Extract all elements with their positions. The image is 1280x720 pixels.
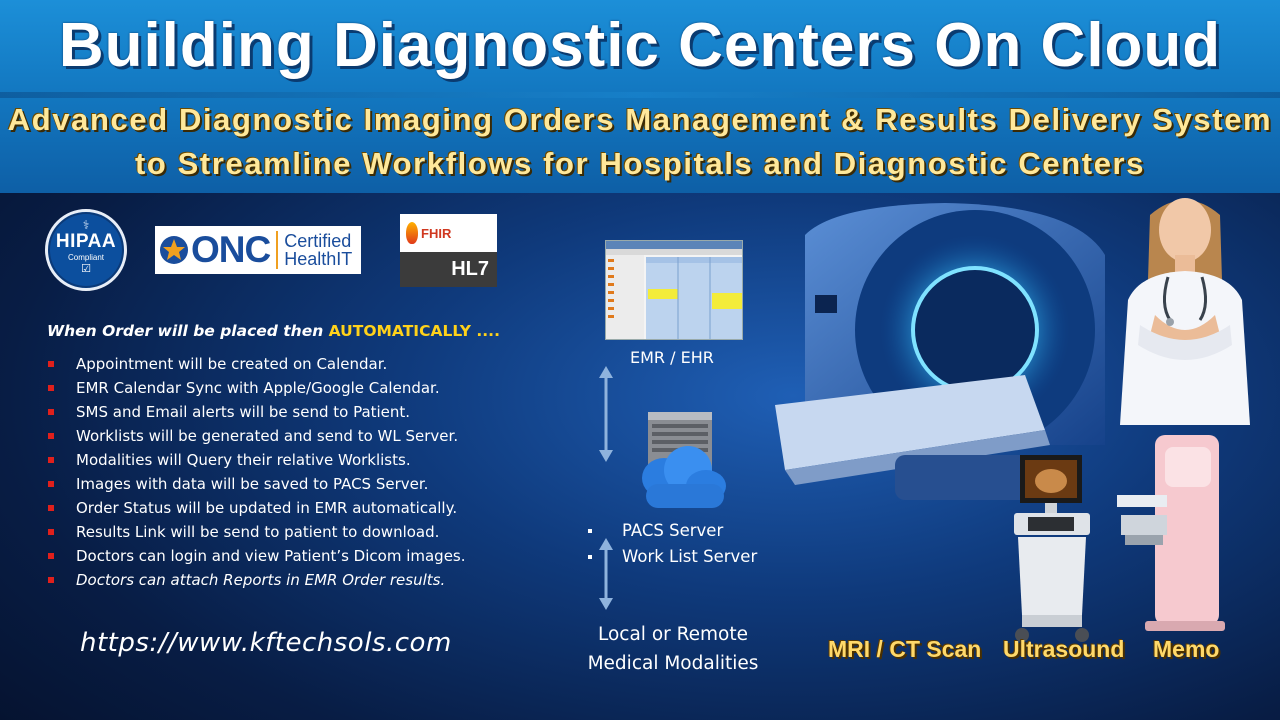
onc-logo-word: ONC — [191, 229, 271, 270]
emr-screenshot — [605, 240, 743, 340]
onc-logo-certified: Certified — [284, 231, 352, 251]
list-item: Work List Server — [588, 544, 757, 570]
checkbox-icon: ☑ — [81, 262, 91, 275]
mri-scanner-image — [775, 203, 1105, 500]
list-item: SMS and Email alerts will be send to Pat… — [47, 400, 466, 424]
equipment-label-mri: MRI / CT Scan — [828, 636, 982, 662]
cloud-server-icon — [642, 412, 726, 508]
feature-list: Appointment will be created on Calendar.… — [47, 352, 466, 592]
doctor-image — [1120, 198, 1250, 425]
onc-star-icon — [160, 236, 188, 264]
hl7-logo-word: HL7 — [451, 258, 489, 280]
modalities-label: Local or Remote Medical Modalities — [573, 620, 773, 678]
hipaa-logo-subtitle: Compliant — [67, 253, 104, 262]
page-title: Building Diagnostic Centers On Cloud — [58, 11, 1222, 80]
mammography-machine-image — [1117, 435, 1225, 631]
onc-logo-healthit: HealthIT — [284, 249, 353, 269]
server-list: PACS Server Work List Server — [588, 518, 757, 570]
subtitle-line-2: to Streamline Workflows for Hospitals an… — [134, 146, 1146, 181]
modalities-label-line-2: Medical Modalities — [587, 653, 759, 674]
emr-calendar-thumbnail — [606, 241, 742, 339]
website-url[interactable]: https://www.kftechsols.com — [80, 628, 452, 658]
fhir-hl7-logo: FHIR HL7 — [400, 214, 497, 287]
list-item: Doctors can login and view Patient’s Dic… — [47, 544, 466, 568]
hipaa-compliant-logo: ⚕ HIPAA Compliant ☑ — [45, 209, 127, 291]
double-arrow-icon — [599, 366, 613, 462]
equipment-label-ultrasound: Ultrasound — [1003, 636, 1125, 662]
onc-certified-logo: ONC Certified HealthIT — [155, 226, 361, 274]
list-item: PACS Server — [588, 518, 757, 544]
list-item: Modalities will Query their relative Wor… — [47, 448, 466, 472]
caduceus-icon: ⚕ — [82, 218, 90, 232]
subtitle-line-1: Advanced Diagnostic Imaging Orders Manag… — [7, 102, 1273, 137]
intro-lead: When Order will be placed then — [47, 322, 329, 340]
list-item: Results Link will be send to patient to … — [47, 520, 466, 544]
ultrasound-machine-image — [1014, 455, 1090, 642]
double-arrow-icon — [599, 538, 613, 610]
header-divider — [0, 92, 1280, 98]
hipaa-logo-title: HIPAA — [55, 231, 117, 252]
list-item: Appointment will be created on Calendar. — [47, 352, 466, 376]
list-item: Images with data will be saved to PACS S… — [47, 472, 466, 496]
fhir-logo-word: FHIR — [421, 225, 452, 241]
intro-line: When Order will be placed then AUTOMATIC… — [47, 322, 500, 340]
equipment-label-memo: Memo — [1153, 636, 1220, 662]
onc-logo-divider — [276, 231, 279, 269]
modalities-label-line-1: Local or Remote — [597, 624, 748, 645]
flame-icon — [406, 222, 418, 244]
list-item: EMR Calendar Sync with Apple/Google Cale… — [47, 376, 466, 400]
intro-highlight: AUTOMATICALLY .... — [328, 322, 500, 340]
list-item: Order Status will be updated in EMR auto… — [47, 496, 466, 520]
list-item: Doctors can attach Reports in EMR Order … — [47, 568, 466, 592]
emr-label: EMR / EHR — [630, 348, 714, 367]
list-item: Worklists will be generated and send to … — [47, 424, 466, 448]
